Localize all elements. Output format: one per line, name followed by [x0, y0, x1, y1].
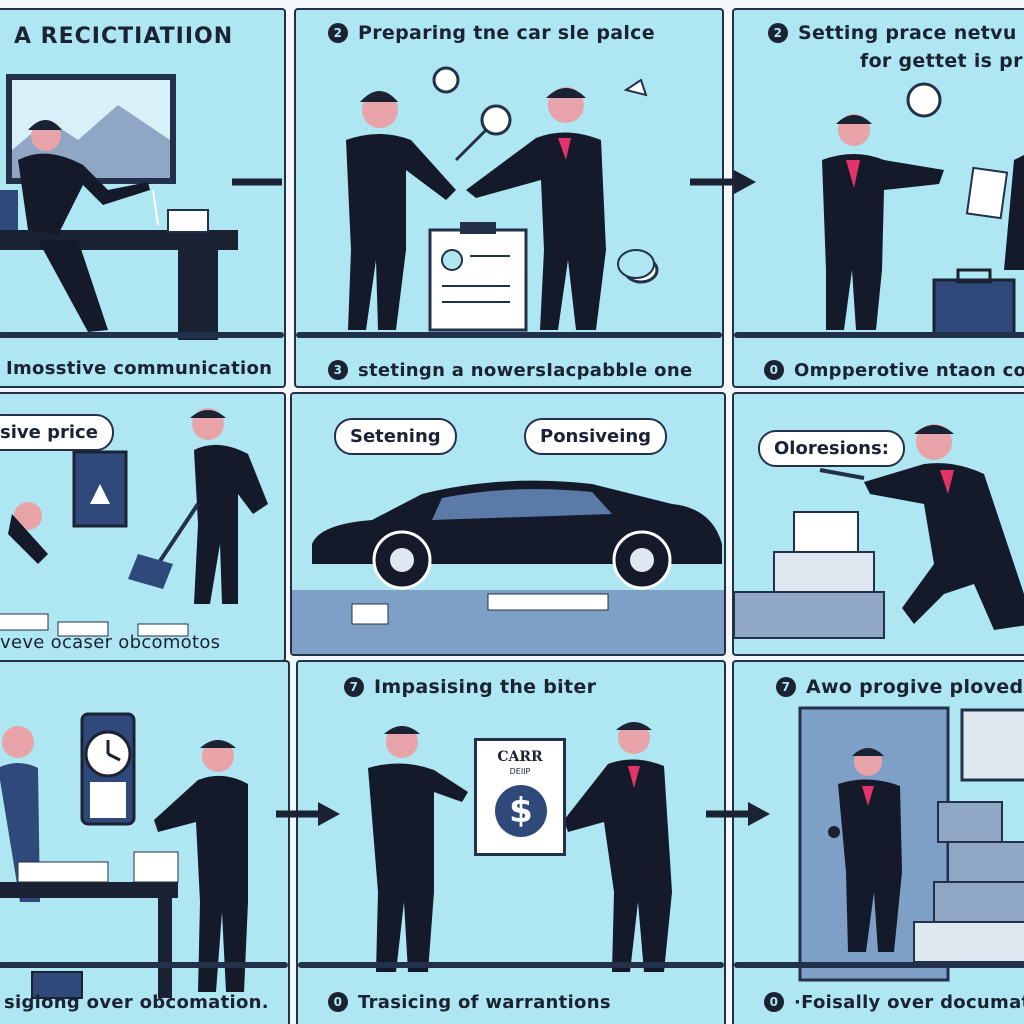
panel-7-caption: sigiong over obcomation. [4, 992, 269, 1013]
panel-8-number: 7 [344, 677, 364, 697]
panel-9-caption: 0 ·Foisally over documat [764, 992, 1024, 1013]
panel-3-number: 2 [768, 23, 788, 43]
panel-9-caption-text: ·Foisally over documat [794, 992, 1024, 1013]
cleanup-scene-illustration [0, 408, 268, 637]
panel-2-caption: 3 stetingn a nowersIacpabble one [328, 360, 692, 381]
inspection-scene-illustration [734, 424, 1024, 639]
panel-5: Setening Ponsiveing [290, 392, 726, 656]
panel-2-title: 2 Preparing tne car sle palce [328, 22, 655, 44]
pricing-scene-illustration [822, 82, 1024, 338]
panel-2-caption-text: stetingn a nowersIacpabble one [358, 360, 693, 381]
panel-9-number: 7 [776, 677, 796, 697]
panel-9-title: 7 Awo progive plovedle [776, 676, 1024, 698]
certificate-title: CARR [497, 749, 543, 765]
arrow-right-icon [690, 170, 756, 194]
panel-2: 2 Preparing tne car sle palce 3 stetingn a… [294, 8, 724, 388]
panel-8-title: 7 Impasising the biter [344, 676, 596, 698]
panel-2-title-text: Preparing tne car sle palce [358, 22, 655, 44]
certificate-subtitle: DEIIP [509, 767, 531, 776]
panel-3-title-text: Setting prace netvu [798, 22, 1017, 44]
panel-1-title: A RECICTIATIION [14, 24, 234, 49]
panel-4-caption: veve ocaser obcomotos [0, 632, 221, 653]
panel-9-caption-number: 0 [764, 992, 784, 1012]
car-icon [292, 480, 724, 654]
arrow-right-icon [276, 802, 340, 826]
panel-8-title-text: Impasising the biter [374, 676, 597, 698]
panel-3-caption-number: 0 [764, 360, 784, 380]
panel-3-title: 2 Setting prace netvu [768, 22, 1017, 44]
office-scene-illustration [0, 74, 238, 340]
panel-8: 7 Impasising the biter CARR DEIIP $ 0 Tras… [296, 660, 726, 1024]
panel-2-number: 2 [328, 23, 348, 43]
panel-7: sigiong over obcomation. [0, 660, 290, 1024]
panel-4-speech-bubble: sive price [0, 414, 114, 451]
panel-8-caption-text: Trasicing of warrantions [358, 992, 611, 1013]
panel-1: A RECICTIATIION Imosstive communication [0, 8, 286, 388]
panel-1-caption: Imosstive communication [6, 358, 273, 379]
dollar-icon: $ [495, 785, 547, 837]
panel-3: 2 Setting prace netvu for gettet is pri 0… [732, 8, 1024, 388]
panel-5-speech-bubble-right: Ponsiveing [524, 418, 668, 455]
arrow-right-icon [706, 802, 770, 826]
panel-8-caption: 0 Trasicing of warrantions [328, 992, 611, 1013]
panel-3-caption: 0 Ompperotive ntaon comm [764, 360, 1024, 381]
clock-scene-illustration [0, 712, 248, 999]
arrow-right-icon [232, 178, 282, 186]
handshake-scene-illustration [346, 66, 659, 332]
documents-scene-illustration [798, 706, 1024, 982]
panel-6: Oloresions: [732, 392, 1024, 656]
panel-5-speech-bubble-left: Setening [334, 418, 457, 455]
panel-4: sive price veve ocaser obcomotos [0, 392, 286, 662]
panel-9-title-text: Awo progive plovedle [806, 676, 1024, 698]
panel-2-caption-number: 3 [328, 360, 348, 380]
panel-6-speech-bubble: Oloresions: [758, 430, 905, 467]
warranty-scene-illustration [368, 722, 672, 972]
warranty-certificate: CARR DEIIP $ [474, 738, 566, 856]
panel-3-title-line2: for gettet is pri [860, 50, 1024, 72]
panel-3-caption-text: Ompperotive ntaon comm [794, 360, 1024, 381]
panel-9: 7 Awo progive plovedle 0 ·Foisally over do… [732, 660, 1024, 1024]
panel-8-caption-number: 0 [328, 992, 348, 1012]
